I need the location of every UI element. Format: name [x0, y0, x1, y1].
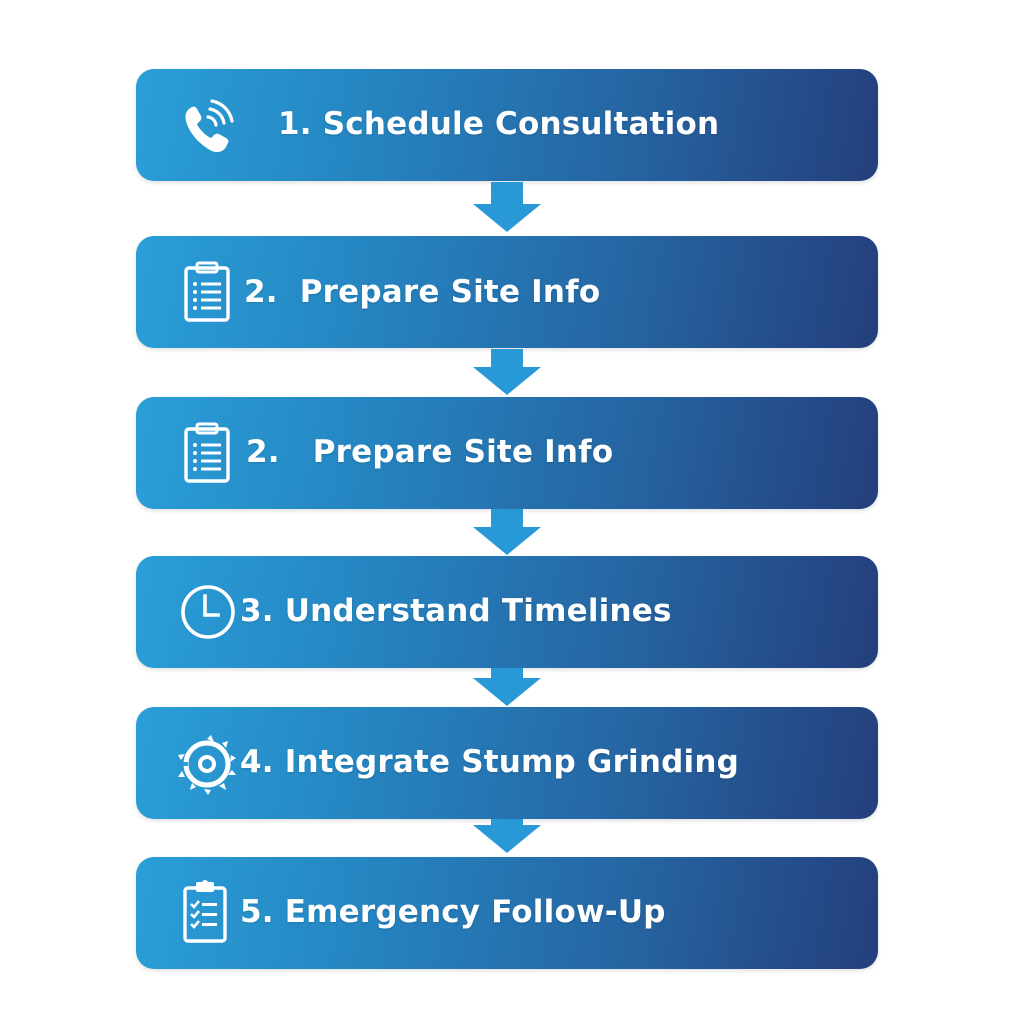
step-2-box: 2. Prepare Site Info: [136, 236, 878, 348]
step-5-box: 5. Emergency Follow-Up: [136, 857, 878, 969]
flow-arrow-1: [473, 182, 541, 232]
flow-arrow-4: [473, 668, 541, 706]
step-2-duplicate-label: 2. Prepare Site Info: [246, 434, 614, 470]
step-2-label: 2. Prepare Site Info: [244, 274, 601, 310]
clipboard-list-icon: [182, 421, 234, 485]
step-4-box: 4. Integrate Stump Grinding: [136, 707, 878, 819]
clipboard-check-icon: [182, 879, 230, 945]
step-4-label: 4. Integrate Stump Grinding: [240, 744, 740, 780]
phone-ringing-icon: [180, 99, 240, 159]
step-5-label: 5. Emergency Follow-Up: [240, 894, 666, 930]
step-3-label: 3. Understand Timelines: [240, 593, 672, 629]
step-1-label: 1. Schedule Consultation: [278, 106, 720, 142]
step-2-duplicate-box: 2. Prepare Site Info: [136, 397, 878, 509]
step-3-box: 3. Understand Timelines: [136, 556, 878, 668]
flow-arrow-2: [473, 349, 541, 395]
flow-arrow-5: [473, 819, 541, 853]
clipboard-list-icon: [182, 260, 234, 324]
step-1-box: 1. Schedule Consultation: [136, 69, 878, 181]
saw-blade-icon: [176, 733, 238, 795]
flow-arrow-3: [473, 509, 541, 555]
clock-icon: [178, 582, 238, 642]
